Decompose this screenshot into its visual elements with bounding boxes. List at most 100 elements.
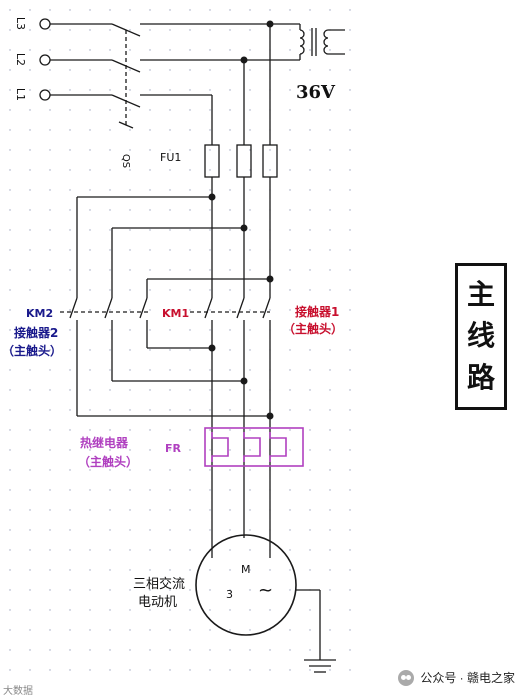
grid-dot bbox=[89, 469, 91, 471]
grid-dot bbox=[109, 489, 111, 491]
grid-dot bbox=[89, 129, 91, 131]
grid-dot bbox=[329, 269, 331, 271]
grid-dot bbox=[249, 389, 251, 391]
grid-dot bbox=[109, 529, 111, 531]
grid-dot bbox=[49, 609, 51, 611]
grid-dot bbox=[149, 669, 151, 671]
grid-dot bbox=[149, 209, 151, 211]
grid-dot bbox=[349, 469, 351, 471]
grid-dot bbox=[149, 609, 151, 611]
grid-dot bbox=[329, 609, 331, 611]
grid-dot bbox=[89, 209, 91, 211]
grid-dot bbox=[9, 149, 11, 151]
grid-dot bbox=[69, 389, 71, 391]
grid-dot bbox=[169, 549, 171, 551]
grid-dot bbox=[229, 589, 231, 591]
grid-dot bbox=[49, 629, 51, 631]
grid-dot bbox=[189, 349, 191, 351]
grid-dot bbox=[49, 169, 51, 171]
grid-dot bbox=[189, 409, 191, 411]
grid-dot bbox=[129, 609, 131, 611]
grid-dot bbox=[209, 509, 211, 511]
grid-dot bbox=[9, 9, 11, 11]
grid-dot bbox=[9, 189, 11, 191]
grid-dot bbox=[29, 89, 31, 91]
relay-name: 热继电器 bbox=[80, 436, 129, 450]
grid-dot bbox=[249, 49, 251, 51]
grid-dot bbox=[169, 9, 171, 11]
grid-dot bbox=[9, 169, 11, 171]
grid-dot bbox=[309, 269, 311, 271]
grid-dot bbox=[89, 609, 91, 611]
grid-dot bbox=[229, 269, 231, 271]
grid-dot bbox=[209, 129, 211, 131]
grid-dot bbox=[169, 429, 171, 431]
grid-dot bbox=[349, 449, 351, 451]
grid-dot bbox=[329, 329, 331, 331]
grid-dot bbox=[29, 629, 31, 631]
grid-dot bbox=[169, 309, 171, 311]
grid-dot bbox=[309, 449, 311, 451]
grid-dot bbox=[129, 649, 131, 651]
grid-dot bbox=[89, 489, 91, 491]
grid-dot bbox=[309, 669, 311, 671]
grid-dot bbox=[89, 409, 91, 411]
grid-dot bbox=[49, 289, 51, 291]
grid-dot bbox=[349, 229, 351, 231]
grid-dot bbox=[29, 489, 31, 491]
grid-dot bbox=[69, 449, 71, 451]
grid-dot bbox=[229, 329, 231, 331]
grid-dot bbox=[9, 589, 11, 591]
grid-dot bbox=[289, 389, 291, 391]
grid-dot bbox=[29, 69, 31, 71]
grid-dot bbox=[209, 389, 211, 391]
grid-dot bbox=[89, 89, 91, 91]
grid-dot bbox=[9, 329, 11, 331]
grid-dot bbox=[209, 69, 211, 71]
title-char-2: 线 bbox=[466, 319, 495, 353]
grid-dot bbox=[29, 169, 31, 171]
grid-dot bbox=[229, 169, 231, 171]
grid-dot bbox=[189, 589, 191, 591]
grid-dot bbox=[209, 409, 211, 411]
grid-dot bbox=[229, 229, 231, 231]
grid-dot bbox=[29, 549, 31, 551]
grid-dot bbox=[129, 409, 131, 411]
grid-dot bbox=[49, 409, 51, 411]
grid-dot bbox=[229, 429, 231, 431]
grid-dot bbox=[149, 469, 151, 471]
grid-dot bbox=[149, 149, 151, 151]
grid-dot bbox=[349, 149, 351, 151]
grid-dot bbox=[49, 369, 51, 371]
grid-dot bbox=[349, 189, 351, 191]
grid-dot bbox=[49, 669, 51, 671]
grid-dot bbox=[29, 669, 31, 671]
grid-dot bbox=[269, 169, 271, 171]
grid-dot bbox=[189, 309, 191, 311]
grid-dot bbox=[109, 449, 111, 451]
grid-dot bbox=[349, 509, 351, 511]
grid-dot bbox=[29, 249, 31, 251]
grid-dot bbox=[189, 629, 191, 631]
grid-dot bbox=[29, 589, 31, 591]
grid-dot bbox=[169, 29, 171, 31]
grid-dot bbox=[289, 169, 291, 171]
grid-dot bbox=[209, 309, 211, 311]
title-char-1: 主 bbox=[466, 277, 495, 311]
grid-dot bbox=[9, 429, 11, 431]
grid-dot bbox=[189, 169, 191, 171]
grid-dot bbox=[189, 229, 191, 231]
grid-dot bbox=[49, 49, 51, 51]
grid-dot bbox=[229, 669, 231, 671]
grid-dot bbox=[129, 629, 131, 631]
grid-dot bbox=[349, 289, 351, 291]
grid-dot bbox=[49, 309, 51, 311]
grid-dot bbox=[249, 349, 251, 351]
grid-dot bbox=[329, 89, 331, 91]
grid-dot bbox=[309, 529, 311, 531]
grid-dot bbox=[189, 529, 191, 531]
grid-dot bbox=[49, 509, 51, 511]
grid-dot bbox=[249, 669, 251, 671]
grid-dot bbox=[169, 389, 171, 391]
